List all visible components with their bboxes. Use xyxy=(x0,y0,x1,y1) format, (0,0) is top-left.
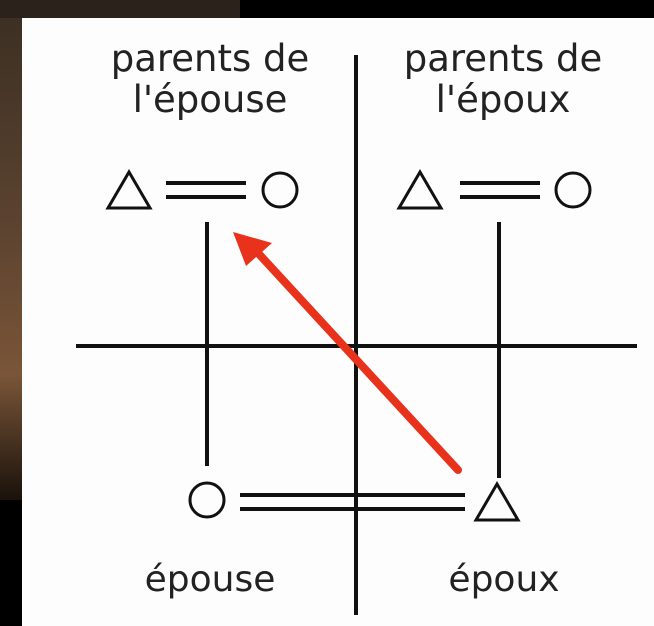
married-couple xyxy=(188,481,521,522)
wife-parents-couple xyxy=(105,169,299,466)
arrow-shaft xyxy=(254,249,462,474)
husband-father-triangle xyxy=(396,169,444,210)
husband-mother-circle xyxy=(554,171,592,209)
wife-circle xyxy=(188,481,226,519)
label-wife-parents: parents de l'épouse xyxy=(110,37,310,122)
diagram-panel xyxy=(22,18,654,626)
label-wife: épouse xyxy=(144,559,276,600)
husband-parents-couple xyxy=(396,169,592,478)
red-arrow xyxy=(233,232,462,474)
label-husband: époux xyxy=(448,559,560,600)
husband-triangle xyxy=(473,481,521,522)
label-husband-parents: parents de l'époux xyxy=(403,37,603,122)
wife-mother-circle xyxy=(261,171,299,209)
arrow-head xyxy=(233,232,272,266)
wife-father-triangle xyxy=(105,169,153,210)
